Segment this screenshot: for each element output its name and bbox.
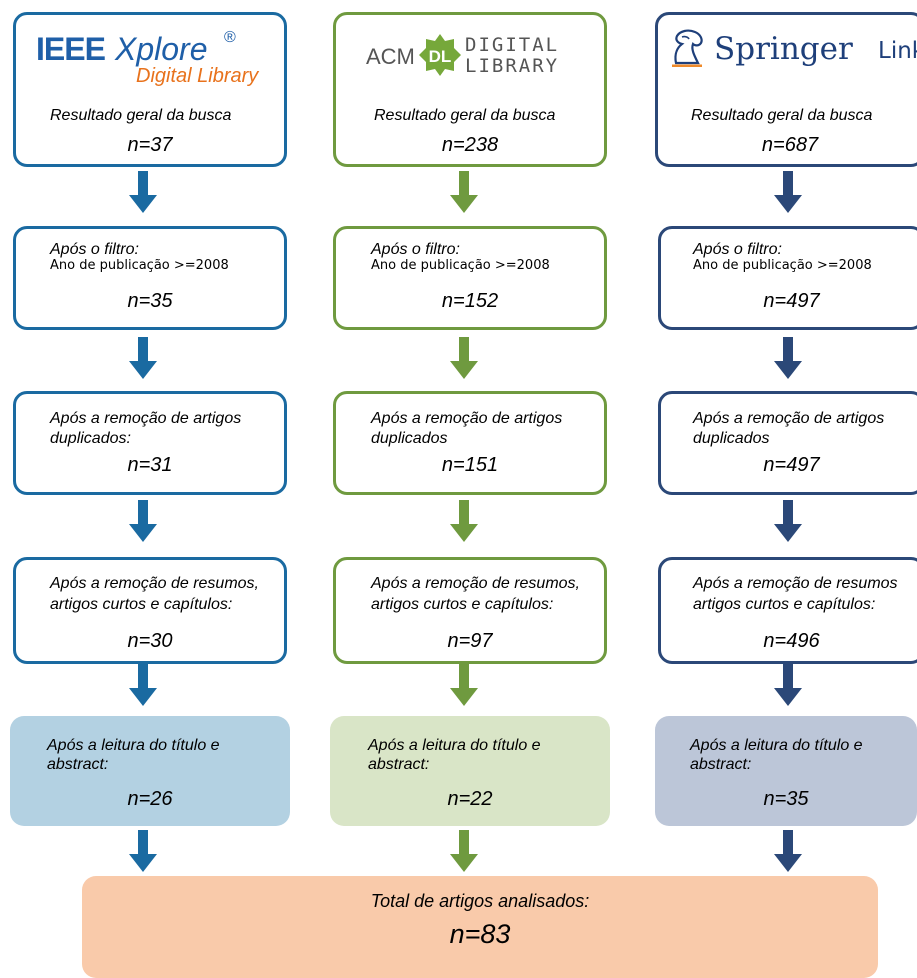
ieee-arrow-2 <box>129 337 157 379</box>
acm-step-1-count: n=238 <box>441 134 499 156</box>
acm-step-4-count: n=97 <box>447 630 493 652</box>
springer-step-3-count: n=497 <box>763 454 820 476</box>
acm-step-3-label-2: duplicados <box>371 430 448 447</box>
ieee-arrow-5 <box>129 830 157 872</box>
ieee-step-3-label-2: duplicados: <box>50 430 131 447</box>
acm-step-3-box: Após a remoção de artigos duplicados n=1… <box>333 391 607 495</box>
springer-arrow-1 <box>774 171 802 213</box>
acm-arrow-3 <box>450 500 478 542</box>
springer-step-2-box: Após o filtro: Ano de publicação >=2008 … <box>658 226 917 330</box>
acm-step-5-count: n=22 <box>447 788 493 810</box>
ieee-step-4-box: Após a remoção de resumos, artigos curto… <box>13 557 287 664</box>
ieee-step-5-count: n=26 <box>127 788 173 810</box>
springer-step-4-count: n=496 <box>763 630 820 652</box>
springer-step-5-label: Após a leitura do título e <box>690 737 863 754</box>
springer-step-5-label-2: abstract: <box>690 756 752 773</box>
acm-step-4-label: Após a remoção de resumos, <box>371 575 580 592</box>
total-box: Total de artigos analisados: n=83 <box>82 876 878 978</box>
ieee-xplore-logo: IEEE Xplore ® Digital Library <box>36 29 259 87</box>
ieee-step-4-label: Após a remoção de resumos, <box>50 575 259 592</box>
ieee-step-2-label: Após o filtro: <box>50 241 139 258</box>
total-count: n=83 <box>449 919 511 949</box>
springer-step-2-label: Após o filtro: <box>693 241 782 258</box>
ieee-step-3-label: Após a remoção de artigos <box>50 410 242 427</box>
ieee-step-5-label: Após a leitura do título e <box>47 737 220 754</box>
springer-step-4-label-2: artigos curtos e capítulos: <box>693 596 876 613</box>
acm-step-2-label: Após o filtro: <box>371 241 460 258</box>
springer-horse-icon <box>672 29 703 67</box>
svg-text:DL: DL <box>429 47 452 66</box>
springer-step-4-box: Após a remoção de resumos artigos curtos… <box>658 557 917 664</box>
springer-step-1-count: n=687 <box>761 134 819 156</box>
ieee-step-3-box: Após a remoção de artigos duplicados: n=… <box>13 391 287 495</box>
springer-arrow-2 <box>774 337 802 379</box>
ieee-step-5-label-2: abstract: <box>47 756 109 773</box>
acm-dl-badge-icon: DL <box>419 34 461 76</box>
springer-step-2-sublabel: Ano de publicação >=2008 <box>693 258 872 273</box>
acm-step-5-box: Após a leitura do título e abstract: n=2… <box>330 716 610 826</box>
ieee-step-1-label: Resultado geral da busca <box>50 107 232 124</box>
ieee-arrow-4 <box>129 664 157 706</box>
ieee-step-1-box: IEEE Xplore ® Digital Library Resultado … <box>13 12 287 167</box>
acm-step-4-box: Após a remoção de resumos, artigos curto… <box>333 557 607 664</box>
springer-arrow-5 <box>774 830 802 872</box>
acm-arrow-5 <box>450 830 478 872</box>
springer-step-3-label: Após a remoção de artigos <box>693 410 885 427</box>
springer-step-1-box: Springer Link Resultado geral da busca n… <box>655 12 917 167</box>
total-label: Total de artigos analisados: <box>370 891 590 911</box>
acm-step-2-sublabel: Ano de publicação >=2008 <box>371 258 550 273</box>
ieee-step-4-count: n=30 <box>127 630 173 652</box>
ieee-step-2-count: n=35 <box>127 290 173 312</box>
springer-step-1-label: Resultado geral da busca <box>691 107 873 124</box>
acm-dl-logo: ACM DL DIGITAL LIBRARY <box>366 34 560 77</box>
springer-step-3-label-2: duplicados <box>693 430 770 447</box>
springer-step-4-label: Após a remoção de resumos <box>693 575 898 592</box>
springer-link-logo: Springer Link <box>664 25 917 87</box>
acm-arrow-4 <box>450 664 478 706</box>
acm-step-3-label: Após a remoção de artigos <box>371 410 563 427</box>
acm-step-5-label: Após a leitura do título e <box>368 737 541 754</box>
springer-arrow-4 <box>774 664 802 706</box>
springer-step-2-count: n=497 <box>763 290 820 312</box>
springer-step-5-box: Após a leitura do título e abstract: n=3… <box>655 716 917 826</box>
acm-step-2-count: n=152 <box>441 290 499 312</box>
ieee-step-2-sublabel: Ano de publicação >=2008 <box>50 258 229 273</box>
ieee-step-2-box: Após o filtro: Ano de publicação >=2008 … <box>13 226 287 330</box>
acm-arrow-1 <box>450 171 478 213</box>
acm-step-5-label-2: abstract: <box>368 756 430 773</box>
ieee-arrow-1 <box>129 171 157 213</box>
acm-step-3-count: n=151 <box>441 454 499 476</box>
acm-step-1-box: ACM DL DIGITAL LIBRARY Resultado geral d… <box>333 12 607 167</box>
springer-arrow-3 <box>774 500 802 542</box>
ieee-step-4-label-2: artigos curtos e capítulos: <box>50 596 233 613</box>
acm-step-1-label: Resultado geral da busca <box>374 107 556 124</box>
ieee-step-5-box: Após a leitura do título e abstract: n=2… <box>10 716 290 826</box>
springer-step-3-box: Após a remoção de artigos duplicados n=4… <box>658 391 917 495</box>
acm-step-4-label-2: artigos curtos e capítulos: <box>371 596 554 613</box>
acm-arrow-2 <box>450 337 478 379</box>
acm-step-2-box: Após o filtro: Ano de publicação >=2008 … <box>333 226 607 330</box>
ieee-step-3-count: n=31 <box>127 454 173 476</box>
springer-step-5-count: n=35 <box>763 788 809 810</box>
ieee-arrow-3 <box>129 500 157 542</box>
ieee-step-1-count: n=37 <box>127 134 173 156</box>
